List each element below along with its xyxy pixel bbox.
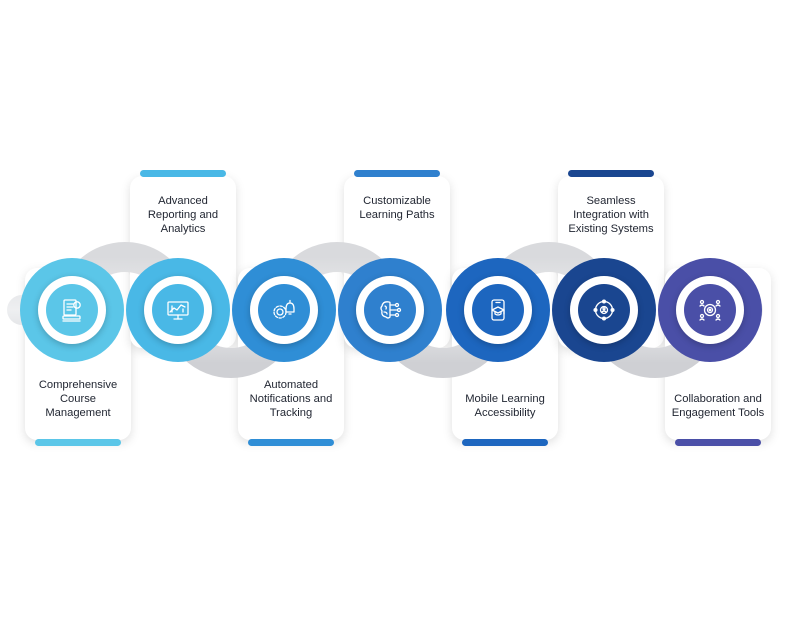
step-node-mobile-learning bbox=[446, 258, 550, 362]
step-label-collaboration-tools: Collaboration and Engagement Tools bbox=[671, 393, 765, 419]
network-integration-icon bbox=[578, 284, 630, 336]
course-book-icon bbox=[46, 284, 98, 336]
step-node-collaboration-tools bbox=[658, 258, 762, 362]
card-accent-bar bbox=[140, 170, 226, 177]
card-accent-bar bbox=[248, 439, 334, 446]
card-accent-bar bbox=[675, 439, 761, 446]
brain-circuit-icon bbox=[364, 284, 416, 336]
step-node-learning-paths bbox=[338, 258, 442, 362]
gear-bell-icon bbox=[258, 284, 310, 336]
card-accent-bar bbox=[462, 439, 548, 446]
step-label-course-management: Comprehensive Course Management bbox=[38, 379, 118, 419]
card-accent-bar bbox=[354, 170, 440, 177]
step-node-reporting-analytics bbox=[126, 258, 230, 362]
analytics-dashboard-icon bbox=[152, 284, 204, 336]
step-node-notifications-tracking bbox=[232, 258, 336, 362]
step-label-seamless-integration: Seamless Integration with Existing Syste… bbox=[568, 195, 654, 235]
step-label-notifications-tracking: Automated Notifications and Tracking bbox=[249, 379, 333, 419]
card-accent-bar bbox=[568, 170, 654, 177]
step-node-seamless-integration bbox=[552, 258, 656, 362]
step-label-mobile-learning: Mobile Learning Accessibility bbox=[465, 393, 545, 419]
mobile-graduation-icon bbox=[472, 284, 524, 336]
step-label-reporting-analytics: Advanced Reporting and Analytics bbox=[147, 195, 219, 235]
step-label-learning-paths: Customizable Learning Paths bbox=[359, 195, 435, 221]
card-accent-bar bbox=[35, 439, 121, 446]
step-node-course-management bbox=[20, 258, 124, 362]
team-target-icon bbox=[684, 284, 736, 336]
